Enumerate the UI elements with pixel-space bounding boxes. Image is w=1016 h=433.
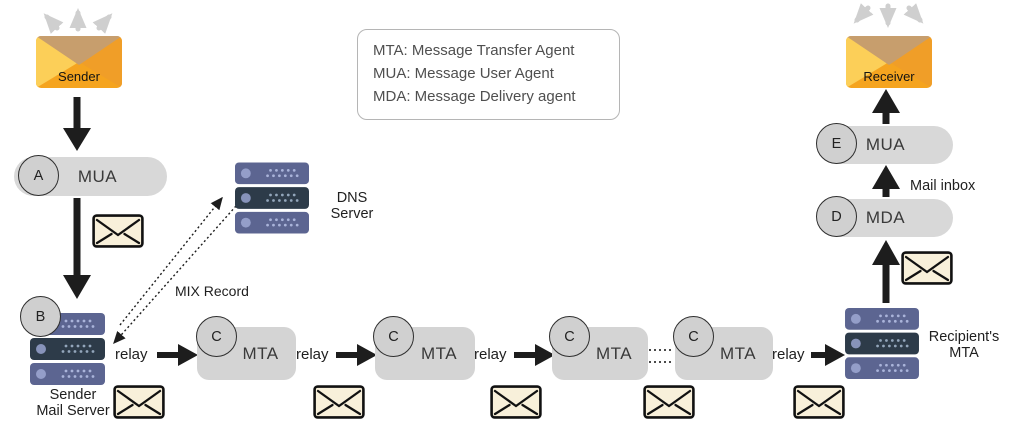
sender-envelope-icon: Sender	[36, 36, 122, 88]
relay-label-2: relay	[296, 346, 329, 363]
sender-mua-label: MUA	[77, 166, 118, 186]
mail-envelope-icon	[92, 214, 144, 248]
flow-arrows	[63, 89, 900, 366]
recipient-mta-server-icon	[845, 308, 919, 379]
relay-label-1: relay	[115, 346, 148, 363]
legend-line-mda: MDA: Message Delivery agent	[373, 88, 576, 105]
recipient-mta-label: Recipient's MTA	[928, 329, 1000, 362]
dns-query-arrows	[113, 196, 237, 345]
badge-c3: C	[549, 316, 590, 357]
receiver-envelope-icon: Receiver	[846, 36, 932, 88]
badge-a: A	[18, 155, 59, 196]
badge-c4: C	[673, 316, 714, 357]
legend-box: MTA: Message Transfer Agent MUA: Message…	[357, 29, 620, 120]
mail-envelope-icon	[901, 251, 953, 285]
mail-envelope-icon	[490, 385, 542, 419]
mix-record-label: MIX Record	[175, 283, 249, 299]
badge-c1: C	[196, 316, 237, 357]
mail-inbox-label: Mail inbox	[910, 178, 976, 194]
relay-label-4: relay	[772, 346, 805, 363]
legend-line-mta: MTA: Message Transfer Agent	[373, 42, 575, 59]
mail-envelope-icon	[793, 385, 845, 419]
mail-envelope-icon	[313, 385, 365, 419]
receiver-label: Receiver	[863, 69, 915, 84]
sender-label: Sender	[58, 69, 100, 84]
badge-b: B	[20, 296, 61, 337]
relay-label-3: relay	[474, 346, 507, 363]
dns-server-label: DNS Server	[330, 190, 374, 223]
mail-envelope-icon	[643, 385, 695, 419]
receiver-incoming-arrows	[853, 3, 924, 28]
badge-d: D	[816, 196, 857, 237]
sender-mail-server-label: Sender Mail Server	[36, 387, 110, 420]
legend-line-mua: MUA: Message User Agent	[373, 65, 554, 82]
dns-server-icon	[235, 162, 309, 234]
badge-c2: C	[373, 316, 414, 357]
badge-e: E	[816, 123, 857, 164]
mta-chain-continuation-dots	[649, 349, 673, 363]
mail-envelope-icon	[113, 385, 165, 419]
sender-broadcast-arrows	[43, 8, 113, 34]
